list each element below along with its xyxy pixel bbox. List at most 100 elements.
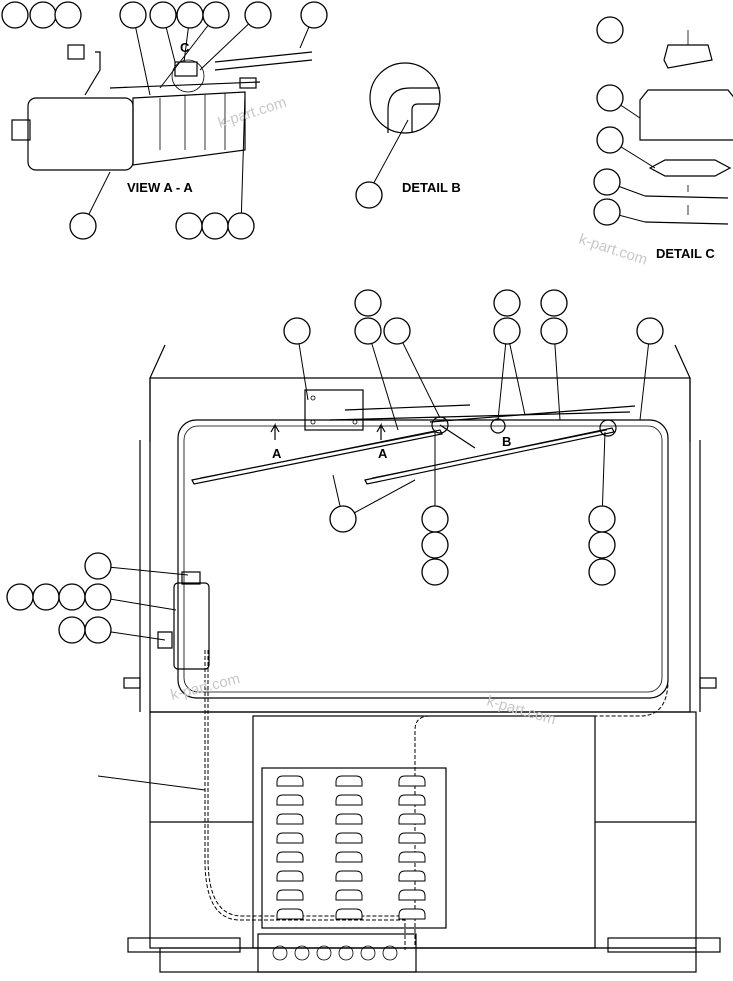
- vent-slot: [276, 775, 304, 787]
- part-callout-circle: [588, 558, 616, 586]
- part-callout-circle: [58, 583, 86, 611]
- part-callout-circle: [283, 317, 311, 345]
- relay-socket: [272, 945, 288, 961]
- callout-leader: [240, 94, 246, 227]
- part-callout-circle: [355, 181, 383, 209]
- relay-socket: [382, 945, 398, 961]
- vent-slot: [335, 832, 363, 844]
- part-callout-circle: [596, 16, 624, 44]
- part-callout-circle: [54, 1, 82, 29]
- relay-socket: [316, 945, 332, 961]
- part-callout-circle: [32, 583, 60, 611]
- section-marker-a-left: A: [272, 446, 282, 461]
- detail-c-label: DETAIL C: [656, 246, 715, 261]
- part-callout-circle: [300, 1, 328, 29]
- callout-layer: [1, 1, 664, 791]
- vent-slot: [398, 832, 426, 844]
- vent-slot: [398, 870, 426, 882]
- part-callout-circle: [329, 505, 357, 533]
- vent-slot: [335, 813, 363, 825]
- vent-grille: [261, 767, 447, 929]
- vent-slot: [398, 813, 426, 825]
- part-callout-circle: [58, 616, 86, 644]
- relay-box: [257, 933, 417, 973]
- part-callout-circle: [119, 1, 147, 29]
- vent-slot: [335, 775, 363, 787]
- vent-slot: [335, 870, 363, 882]
- part-callout-circle: [593, 198, 621, 226]
- vent-slot: [276, 908, 304, 920]
- part-callout-circle: [636, 317, 664, 345]
- callout-leader: [97, 775, 206, 791]
- part-callout-circle: [84, 552, 112, 580]
- part-callout-circle: [383, 317, 411, 345]
- cab-frame: [123, 344, 721, 973]
- vent-slot: [276, 870, 304, 882]
- part-callout-circle: [596, 126, 624, 154]
- wiper-linkage: [304, 389, 636, 437]
- part-callout-circle: [493, 289, 521, 317]
- part-callout-circle: [588, 505, 616, 533]
- part-callout-circle: [493, 317, 521, 345]
- part-callout-circle: [540, 317, 568, 345]
- vent-slot: [398, 775, 426, 787]
- relay-socket: [294, 945, 310, 961]
- callout-leader: [367, 330, 399, 431]
- part-callout-circle: [540, 289, 568, 317]
- vent-slot: [276, 794, 304, 806]
- vent-slot: [276, 832, 304, 844]
- watermark-2: k-part.com: [577, 231, 650, 269]
- part-callout-circle: [596, 84, 624, 112]
- vent-slot: [335, 794, 363, 806]
- vent-slot: [276, 889, 304, 901]
- detail-c-ring: [171, 59, 205, 93]
- part-callout-circle: [175, 212, 203, 240]
- part-callout-circle: [244, 1, 272, 29]
- vent-slot: [398, 851, 426, 863]
- part-callout-circle: [421, 531, 449, 559]
- part-callout-circle: [176, 1, 204, 29]
- callout-leader: [553, 330, 561, 421]
- watermark-1: k-part.com: [216, 94, 289, 132]
- detail-c: [639, 30, 733, 225]
- part-callout-circle: [84, 583, 112, 611]
- vent-slot: [276, 851, 304, 863]
- part-callout-circle: [149, 1, 177, 29]
- vent-slot: [276, 813, 304, 825]
- relay-socket: [338, 945, 354, 961]
- vent-slot: [398, 889, 426, 901]
- wiper-blades: [191, 424, 615, 485]
- section-marker-a-right: A: [378, 446, 388, 461]
- relay-socket: [360, 945, 376, 961]
- view-aa-label: VIEW A - A: [127, 180, 193, 195]
- callout-leader: [506, 330, 526, 416]
- detail-b-label: DETAIL B: [402, 180, 461, 195]
- callout-leader: [396, 330, 441, 419]
- part-callout-circle: [69, 212, 97, 240]
- callout-leader: [601, 431, 606, 520]
- part-callout-circle: [202, 1, 230, 29]
- vent-slot: [398, 908, 426, 920]
- part-callout-circle: [6, 583, 34, 611]
- part-callout-circle: [588, 531, 616, 559]
- part-callout-circle: [201, 212, 229, 240]
- part-callout-circle: [421, 505, 449, 533]
- part-callout-circle: [421, 558, 449, 586]
- part-callout-circle: [354, 317, 382, 345]
- part-callout-circle: [1, 1, 29, 29]
- part-callout-circle: [84, 616, 112, 644]
- vent-slot: [398, 794, 426, 806]
- vent-slot: [335, 851, 363, 863]
- callout-leader: [97, 565, 189, 576]
- washer-tank: [157, 571, 669, 950]
- callout-leader: [159, 14, 217, 89]
- detail-marker-b: B: [502, 434, 511, 449]
- part-callout-circle: [354, 289, 382, 317]
- detail-c-marker: C: [180, 40, 190, 55]
- callout-leader: [497, 330, 508, 421]
- vent-slot: [335, 889, 363, 901]
- part-callout-circle: [227, 212, 255, 240]
- vent-slot: [335, 908, 363, 920]
- callout-leader: [639, 330, 651, 421]
